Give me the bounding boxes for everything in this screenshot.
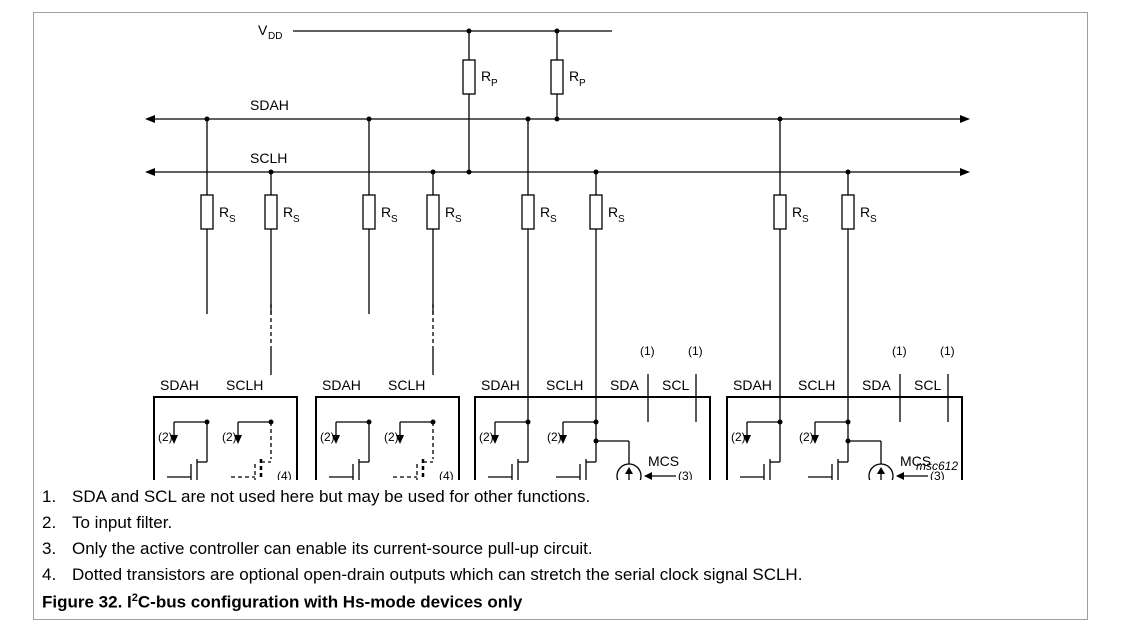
rs-resistor: R S [362,194,398,230]
rs-subscript: S [618,214,625,225]
rp-resistor: R P [462,59,498,95]
rs-subscript: S [455,214,462,225]
caption-superscript: 2 [131,592,138,604]
note-2-label: (2) [158,430,173,444]
pin-sdah-label: SDAH [322,377,361,393]
rp-subscript: P [491,78,498,89]
rs-resistor: R S [426,194,462,230]
note-3-label: (3) [930,469,945,480]
notes-list: 1. SDA and SCL are not used here but may … [42,484,802,588]
rp-label: R [569,68,579,84]
note-text: Dotted transistors are optional open-dra… [72,565,803,584]
note-text: To input filter. [72,513,173,532]
note-3-label: (3) [678,469,693,480]
device-box [153,396,298,480]
controller-target-device: R S R S (1) (1) SDAH SCLH SDA SCL (2) (2 [726,116,963,480]
rs-resistor: R S [521,194,557,230]
note-number: 4. [42,565,57,584]
note-number: 1. [42,487,57,506]
mcs-label: MCS [900,453,931,469]
device-box [474,396,711,480]
rs-label: R [445,204,455,220]
device-box [315,396,460,480]
pin-sclh-label: SCLH [546,377,583,393]
caption-rest: C-bus configuration with Hs-mode devices… [137,592,523,612]
note-2-label: (2) [320,430,335,444]
rs-subscript: S [391,214,398,225]
supply-and-bus-wiring [145,28,970,176]
rs-subscript: S [802,214,809,225]
vdd-subscript: DD [268,31,282,42]
pin-sclh-label: SCLH [798,377,835,393]
device-group: R S R S SDAH SCLH (2) (2) [153,116,963,480]
note-2-label: (2) [384,430,399,444]
target-device: R S R S SDAH SCLH (2) (2) [153,116,300,480]
note-1-label: (1) [688,344,703,358]
pin-sclh-label: SCLH [226,377,263,393]
rp-subscript: P [579,78,586,89]
pin-scl-label: SCL [662,377,689,393]
controller-target-device: R S R S (1) (1) SDAH SCLH SDA SCL (2) (2 [474,116,711,480]
vdd-label: V [258,22,268,38]
figure-frame [33,12,1088,620]
pin-sdah-label: SDAH [160,377,199,393]
bus-sdah-label: SDAH [250,97,289,113]
caption-prefix: Figure 32. I [42,592,132,612]
rs-label: R [860,204,870,220]
rp-resistor: R P [550,59,586,95]
target-device: R S R S SDAH SCLH (2) (2) [315,116,462,480]
note-2-label: (2) [222,430,237,444]
current-source-icon [868,463,894,480]
note-item: 3. Only the active controller can enable … [42,536,802,562]
note-1-label: (1) [640,344,655,358]
rs-label: R [381,204,391,220]
pin-sdah-label: SDAH [481,377,520,393]
note-item: 2. To input filter. [42,510,802,536]
current-source-icon [616,463,642,480]
note-4-label: (4) [439,469,454,480]
note-2-label: (2) [547,430,562,444]
rp-label: R [481,68,491,84]
rs-label: R [283,204,293,220]
note-2-label: (2) [731,430,746,444]
note-text: Only the active controller can enable it… [72,539,593,558]
note-number: 3. [42,539,57,558]
note-2-label: (2) [479,430,494,444]
note-2-label: (2) [799,430,814,444]
note-item: 1. SDA and SCL are not used here but may … [42,484,802,510]
rs-label: R [540,204,550,220]
i2c-hs-bus-diagram: R P R P V DD SDAH SCLH R S R S SDAH SCLH… [145,22,970,480]
pin-sda-label: SDA [610,377,639,393]
rs-label: R [792,204,802,220]
note-text: SDA and SCL are not used here but may be… [72,487,591,506]
note-4-label: (4) [277,469,292,480]
rs-resistor: R S [589,194,625,230]
note-1-label: (1) [892,344,907,358]
rs-resistor: R S [200,194,236,230]
rs-label: R [219,204,229,220]
rs-resistor: R S [773,194,809,230]
rs-resistor: R S [841,194,877,230]
rs-label: R [608,204,618,220]
rs-subscript: S [870,214,877,225]
rs-subscript: S [229,214,236,225]
pin-sclh-label: SCLH [388,377,425,393]
pin-scl-label: SCL [914,377,941,393]
note-1-label: (1) [940,344,955,358]
note-item: 4. Dotted transistors are optional open-d… [42,562,802,588]
figure-code: msc612 [916,459,958,473]
bus-sclh-label: SCLH [250,150,287,166]
pin-sdah-label: SDAH [733,377,772,393]
pin-sda-label: SDA [862,377,891,393]
mcs-label: MCS [648,453,679,469]
device-box [726,396,963,480]
rs-subscript: S [293,214,300,225]
rs-resistor: R S [264,194,300,230]
note-number: 2. [42,513,57,532]
figure-caption: Figure 32. I2C-bus configuration with Hs… [42,592,522,613]
rs-subscript: S [550,214,557,225]
